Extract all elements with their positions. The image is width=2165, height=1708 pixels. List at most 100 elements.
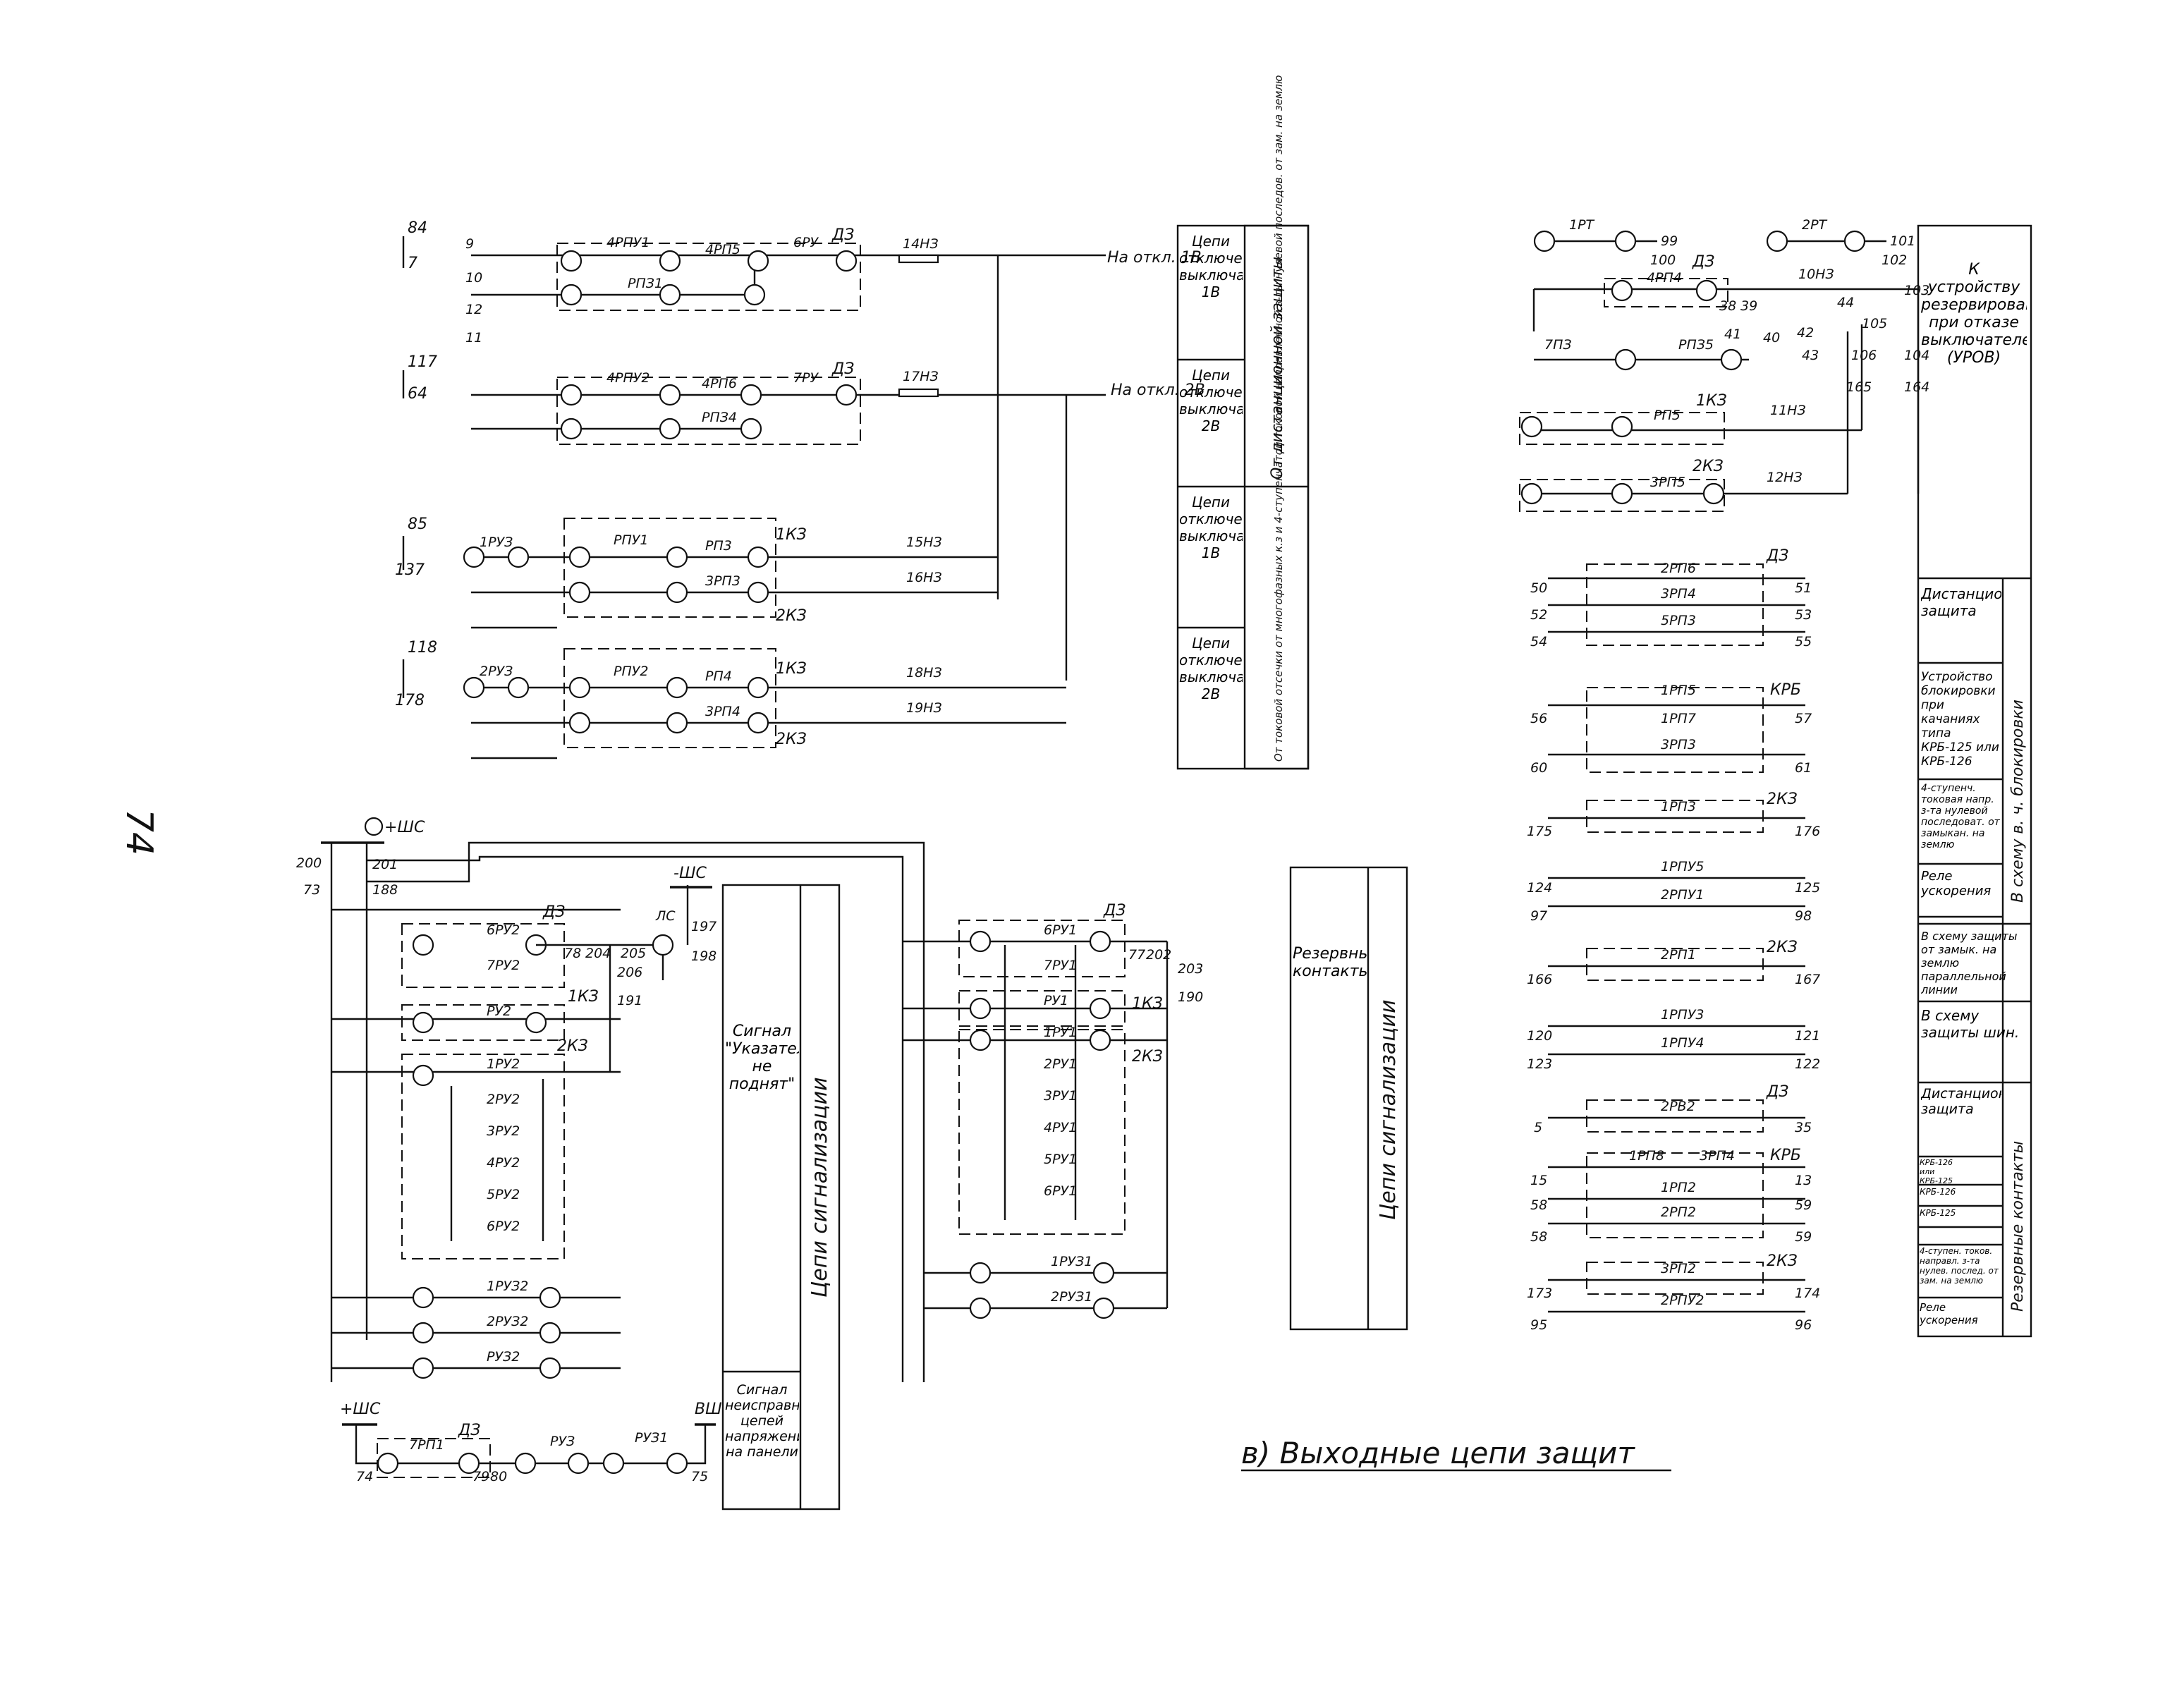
fuse-label: 18НЗ — [906, 665, 942, 681]
relay-label: 2РВ2 — [1661, 1099, 1695, 1114]
relay-label: 2РПУ2 — [1661, 1293, 1704, 1308]
node-label: 42 — [1797, 325, 1814, 341]
protection-trip-circuits: 84 7 117 64 85 137 118 178 ДЗ 4РПУ1 4РП5… — [395, 219, 1205, 760]
node-label: 7 — [408, 255, 417, 272]
node-label: 174 — [1795, 1286, 1820, 1301]
node-label: 206 — [617, 965, 642, 980]
relay-label: РУЗ1 — [635, 1430, 668, 1446]
panel1-cell: Цепи отключения выключателя 1В — [1179, 233, 1243, 300]
signal-circuits-mid: ДЗ 1КЗ 2КЗ 6РУ1 7РУ1 РУ1 1РУ1 2РУ1 3РУ1 … — [903, 902, 1203, 1319]
node-label: 15 — [1530, 1173, 1547, 1188]
relay-label: 2РП6 — [1661, 561, 1696, 576]
node-label: 61 — [1795, 760, 1812, 776]
k3-tag: 1КЗ — [776, 526, 807, 544]
node-label: 99 — [1661, 233, 1678, 249]
relay-label: 5РУ2 — [487, 1187, 520, 1202]
relay-label: 2РП1 — [1661, 947, 1696, 963]
node-label: 85 — [408, 516, 427, 533]
panel2-vertical: Цепи сигнализации — [807, 1077, 832, 1298]
row-left-nodes: 50 52 54 56 60 175 124 97 166 120 123 5 … — [1527, 580, 1552, 1333]
node-label: 103 — [1904, 283, 1929, 298]
relay-label: 4РПУ1 — [606, 235, 650, 250]
dz-tag: ДЗ — [1766, 547, 1788, 565]
relay-label: 7РУ — [793, 370, 819, 386]
trip-2v-dz: ДЗ 4РПУ2 4РП6 7РУ РПЗ4 17НЗ На откл. 2В — [471, 360, 1205, 445]
panel4-cell: КРБ-126 — [1920, 1187, 1956, 1197]
relay-label: 5РУ1 — [1044, 1152, 1077, 1167]
panel-reserve-contacts: Резервные контакты Цепи сигнализации — [1289, 866, 1408, 1331]
fuse-label: 19НЗ — [906, 700, 942, 716]
node-label: 40 — [1763, 330, 1780, 346]
trip-1v-k3: 1КЗ 2КЗ 1РУЗ РПУ1 РП3 3РП3 15НЗ 16НЗ — [463, 518, 998, 629]
relay-label: РП5 — [1654, 408, 1681, 423]
node-label: 120 — [1527, 1028, 1552, 1044]
node-label: 190 — [1178, 989, 1203, 1005]
node-label: 203 — [1178, 961, 1203, 977]
node-label: 44 — [1837, 295, 1854, 310]
node-label: 166 — [1527, 972, 1552, 987]
node-label: 41 — [1724, 327, 1741, 342]
relay-label: 2РТ — [1802, 217, 1828, 233]
node-label: 173 — [1527, 1286, 1552, 1301]
dz-tag: ДЗ — [458, 1422, 480, 1439]
fuse-label: 17НЗ — [903, 369, 939, 384]
panel4-cell: В схему защиты от замык. на землю паралл… — [1921, 929, 2018, 996]
node-label: 64 — [408, 385, 427, 403]
node-label: 165 — [1846, 379, 1872, 395]
relay-label: 1РПУ5 — [1661, 859, 1704, 874]
relay-label: 3РП3 — [1661, 737, 1696, 752]
node-label: 101 — [1890, 233, 1915, 249]
panel1-cell: Цепи отключения выключателя 2В — [1179, 635, 1243, 702]
dz-tag: ДЗ — [542, 903, 565, 921]
node-label: 201 — [372, 857, 398, 872]
page-number: 74 — [118, 809, 160, 855]
node-label: 51 — [1795, 580, 1812, 596]
panel-trip-circuits: Цепи отключения выключателя 1В Цепи откл… — [1176, 75, 1310, 770]
panel4-cell: Дистанционная защита — [1921, 585, 2001, 619]
trip-1v-dz: ДЗ 4РПУ1 4РП5 6РУ РПЗ1 14НЗ На откл. 1В … — [465, 226, 1202, 346]
relay-label: 2РУЗ — [480, 664, 513, 679]
node-label: 59 — [1795, 1197, 1812, 1213]
bus-label: +ШС — [384, 819, 425, 836]
relay-label: 1РП8 — [1629, 1148, 1664, 1164]
k3-tag: 2КЗ — [1767, 939, 1798, 956]
k3-tag: 2КЗ — [1132, 1048, 1163, 1066]
relay-label: 3РП4 — [1700, 1148, 1735, 1164]
node-label: 10 — [465, 270, 482, 286]
panel4-cell: Реле ускорения — [1920, 1301, 1978, 1326]
relay-label: 6РУ — [793, 235, 819, 250]
node-label: 121 — [1795, 1028, 1820, 1044]
panel3-vertical: Цепи сигнализации — [1376, 999, 1401, 1220]
node-label: 124 — [1527, 880, 1552, 896]
relay-label: 6РУ2 — [487, 922, 520, 938]
node-label: 176 — [1795, 824, 1820, 839]
node-label: 175 — [1527, 824, 1552, 839]
panel1-vertical: От токовой отсечки от многофазных к.з и … — [1272, 75, 1285, 762]
node-label: 9 — [465, 236, 474, 252]
krb-tag: КРБ — [1770, 681, 1801, 699]
relay-label: 6РУ1 — [1044, 922, 1077, 938]
relay-label: 1РУЗ2 — [487, 1279, 528, 1294]
relay-label: 12НЗ — [1767, 470, 1803, 485]
panel4-cell: 4-ступен. токов. направл. з-та нулев. по… — [1920, 1246, 1999, 1286]
relay-label: 5РП3 — [1661, 613, 1696, 628]
dz-tag: ДЗ — [1766, 1083, 1788, 1101]
relay-label: РПЗ1 — [628, 276, 663, 291]
sheet-caption: в) Выходные цепи защит — [1241, 1436, 1671, 1472]
panel2-cell: Сигнал "Указатель не поднят" — [725, 1023, 799, 1093]
node-label: 100 — [1650, 252, 1676, 268]
bus-label: -ШС — [673, 865, 707, 882]
k3-tag: 1КЗ — [568, 988, 599, 1006]
k3-tag: 1КЗ — [1696, 392, 1727, 410]
fuse-label: 15НЗ — [906, 535, 942, 550]
node-label: 167 — [1795, 972, 1820, 987]
node-label: 35 — [1795, 1120, 1812, 1135]
relay-label: 3РП4 — [705, 704, 740, 719]
node-label: 188 — [372, 882, 398, 898]
node-label: 98 — [1795, 908, 1812, 924]
relay-label: РУЗ — [550, 1434, 575, 1449]
bus-label: +ШС — [340, 1401, 381, 1418]
relay-label: РПУ1 — [614, 532, 648, 548]
node-label: 125 — [1795, 880, 1820, 896]
node-label: 12 — [465, 302, 482, 317]
